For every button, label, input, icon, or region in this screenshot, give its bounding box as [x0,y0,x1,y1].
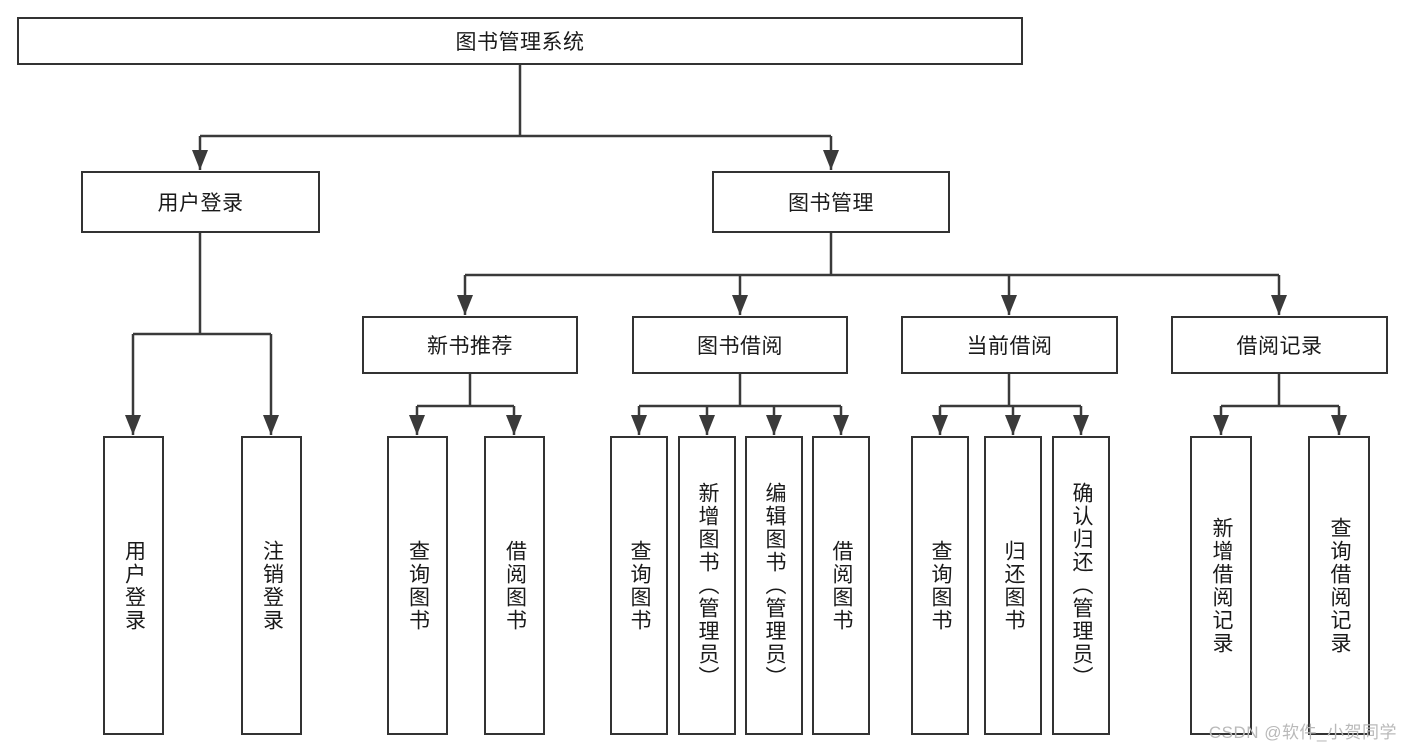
node-label: 新书推荐 [427,335,513,358]
node-label: 当前借阅 [966,335,1053,358]
node-label: 图书管理 [788,192,874,215]
node-leaf-add-record[interactable]: 新增借阅记录 [1190,436,1252,735]
node-leaf-query-2[interactable]: 查询图书 [610,436,668,735]
node-label: 用户登录 [122,539,146,632]
csdn-watermark: CSDN @软件_小贺同学 [1208,723,1397,742]
node-label: 查询图书 [929,539,953,632]
node-leaf-add-book[interactable]: 新增图书（管理员） [678,436,736,735]
node-label: 查询图书 [628,539,652,632]
node-leaf-query-1[interactable]: 查询图书 [387,436,448,735]
node-label: 借阅记录 [1236,335,1323,358]
node-label: 借阅图书 [830,539,854,632]
node-leaf-user-login[interactable]: 用户登录 [103,436,164,735]
node-label: 确认归还（管理员） [1070,482,1094,689]
node-book-borrow[interactable]: 图书借阅 [632,316,848,374]
node-label: 用户登录 [157,192,244,215]
node-root[interactable]: 图书管理系统 [17,17,1023,65]
node-label: 归还图书 [1002,539,1026,632]
node-leaf-confirm[interactable]: 确认归还（管理员） [1052,436,1110,735]
node-leaf-query-3[interactable]: 查询图书 [911,436,969,735]
node-label: 注销登录 [260,539,284,632]
node-book-manage[interactable]: 图书管理 [712,171,950,233]
node-label: 图书管理系统 [455,31,585,54]
node-current-borrow[interactable]: 当前借阅 [901,316,1118,374]
node-label: 图书借阅 [697,335,783,358]
node-label: 新增图书（管理员） [696,482,720,689]
node-leaf-logout[interactable]: 注销登录 [241,436,302,735]
node-label: 查询图书 [406,539,430,632]
node-label: 编辑图书（管理员） [763,482,787,689]
node-leaf-borrow-1[interactable]: 借阅图书 [484,436,545,735]
node-leaf-return[interactable]: 归还图书 [984,436,1042,735]
node-leaf-qry-record[interactable]: 查询借阅记录 [1308,436,1370,735]
node-borrow-record[interactable]: 借阅记录 [1171,316,1388,374]
node-leaf-borrow-2[interactable]: 借阅图书 [812,436,870,735]
node-new-book-rec[interactable]: 新书推荐 [362,316,578,374]
node-leaf-edit-book[interactable]: 编辑图书（管理员） [745,436,803,735]
node-label: 查询借阅记录 [1328,516,1352,655]
node-label: 借阅图书 [503,539,527,632]
node-user-login[interactable]: 用户登录 [81,171,320,233]
node-label: 新增借阅记录 [1210,516,1234,655]
